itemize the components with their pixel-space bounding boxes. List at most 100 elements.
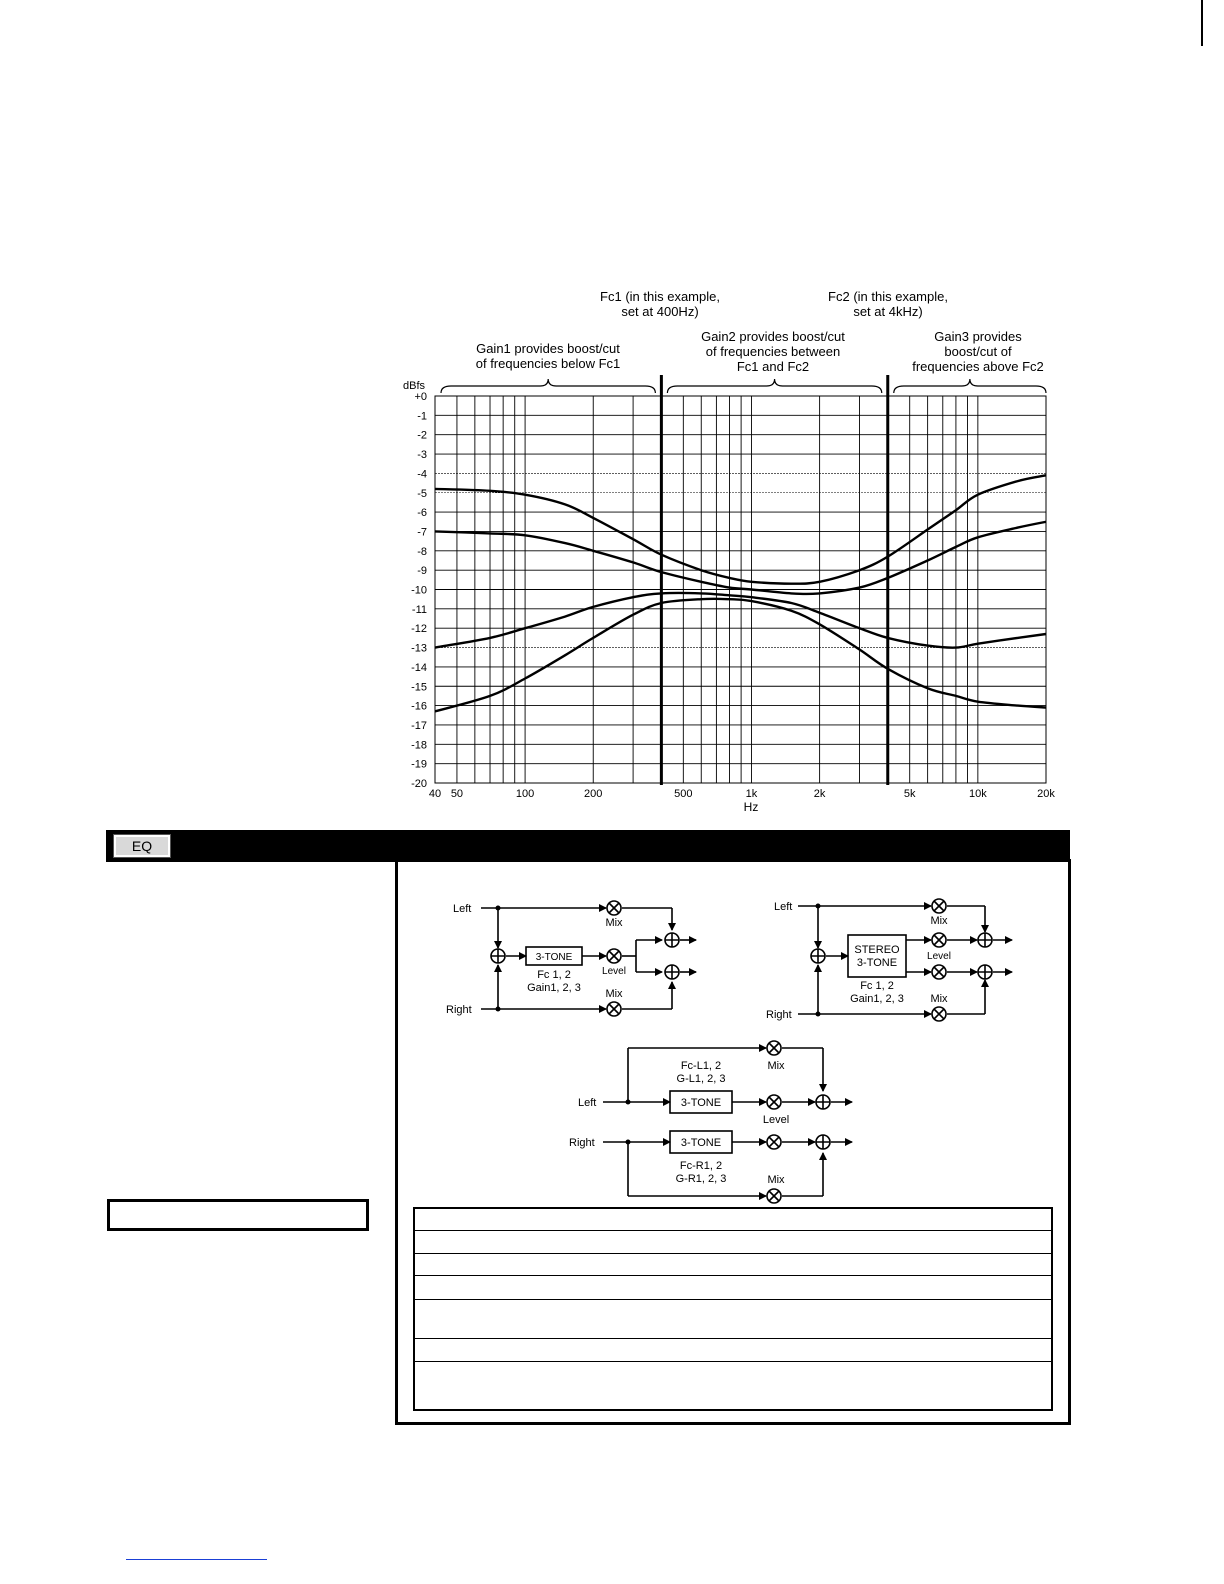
gain2-line-3: Fc1 and Fc2	[736, 359, 810, 374]
y-tick-label: +0	[414, 391, 427, 403]
gain3-line-1: Gain3 provides	[934, 329, 1022, 344]
d2-right-label: Right	[766, 1009, 792, 1021]
d3-left-label: Left	[578, 1097, 596, 1109]
page-edge-line	[1201, 0, 1203, 46]
gain3-line-3: frequencies above Fc2	[912, 359, 1044, 374]
d2-param2-label: Gain1, 2, 3	[850, 993, 904, 1005]
fc1-line-1: Fc1 (in this example,	[600, 289, 720, 304]
response-curve	[434, 474, 1047, 585]
d3-param-l1-label: Fc-L1, 2	[681, 1060, 721, 1072]
x-tick-label: 1k	[746, 788, 758, 800]
x-tick-label: 5k	[904, 788, 916, 800]
eq-block-diagrams: Left Right 3-TONE Mix Level Mix Fc 1, 2 …	[446, 898, 1013, 1204]
table-row	[415, 1209, 1051, 1231]
y-tick-label: -3	[417, 449, 427, 461]
y-tick-label: -8	[417, 546, 427, 558]
eq-panel: Left Right 3-TONE Mix Level Mix Fc 1, 2 …	[395, 859, 1071, 1425]
y-tick-label: -2	[417, 430, 427, 442]
y-tick-label: -4	[417, 468, 427, 480]
gain2-line-2: of frequencies between	[705, 344, 841, 359]
gain3-line-2: boost/cut of	[944, 344, 1012, 359]
chart-markers	[659, 375, 890, 785]
d3-param-r2-label: G-R1, 2, 3	[676, 1173, 727, 1185]
y-tick-label: -20	[411, 778, 427, 790]
diagram-mono-3tone	[481, 904, 697, 1013]
d3-right-label: Right	[569, 1137, 595, 1149]
chart-curves	[434, 474, 1047, 713]
gain2-annotation: Gain2 provides boost/cut of frequencies …	[673, 329, 873, 374]
fc2-line-1: Fc2 (in this example,	[828, 289, 948, 304]
table-row	[415, 1299, 1051, 1339]
x-axis-label: Hz	[744, 800, 759, 814]
gain1-line-1: Gain1 provides boost/cut	[476, 341, 620, 356]
y-tick-label: -13	[411, 643, 427, 655]
gain1-annotation: Gain1 provides boost/cut of frequencies …	[448, 341, 648, 371]
gain1-line-2: of frequencies below Fc1	[475, 356, 621, 371]
y-tick-label: -10	[411, 585, 427, 597]
y-tick-label: -14	[411, 662, 427, 674]
d1-level-label: Level	[602, 966, 626, 977]
footer-link-underline[interactable]	[126, 1559, 267, 1560]
x-tick-label: 10k	[969, 788, 987, 800]
y-tick-label: -9	[417, 565, 427, 577]
response-curve	[434, 597, 1047, 713]
d3-block-top-label: 3-TONE	[681, 1097, 721, 1109]
d1-mix-bottom-label: Mix	[605, 988, 623, 1000]
fc2-annotation: Fc2 (in this example, set at 4kHz)	[788, 289, 988, 319]
table-row	[415, 1338, 1051, 1362]
d1-right-label: Right	[446, 1004, 472, 1016]
gain2-line-1: Gain2 provides boost/cut	[701, 329, 845, 344]
eq-section-header: EQ	[106, 830, 1070, 862]
d1-left-label: Left	[453, 903, 471, 915]
x-tick-label: 40	[429, 788, 441, 800]
d2-level-label: Level	[927, 951, 951, 962]
chart-ticks: +0 -1 -2 -3 -4 -5 -6 -7 -8 -9 -10 -11 -12 -13 -14 -15 -1…	[411, 391, 1055, 800]
gain3-annotation: Gain3 provides boost/cut of frequencies …	[878, 329, 1078, 374]
x-tick-label: 20k	[1037, 788, 1055, 800]
y-tick-label: -7	[417, 526, 427, 538]
response-curve	[434, 520, 1047, 596]
y-tick-label: -15	[411, 681, 427, 693]
parameter-table	[413, 1207, 1053, 1411]
d2-param1-label: Fc 1, 2	[860, 980, 894, 992]
y-tick-label: -5	[417, 488, 427, 500]
diagram-dual-nodes	[766, 1040, 831, 1204]
y-tick-label: -1	[417, 410, 427, 422]
x-tick-label: 50	[451, 788, 463, 800]
table-row	[415, 1253, 1051, 1276]
d3-level-label: Level	[763, 1114, 789, 1126]
d1-mix-top-label: Mix	[605, 917, 623, 929]
d3-block-bottom-label: 3-TONE	[681, 1137, 721, 1149]
d2-mix-top-label: Mix	[930, 915, 948, 927]
d3-mix-bottom-label: Mix	[767, 1174, 785, 1186]
y-tick-label: -12	[411, 623, 427, 635]
region-braces	[440, 378, 1047, 394]
y-axis-label: dBfs	[403, 380, 426, 392]
x-tick-label: 100	[516, 788, 534, 800]
diagram-stereo-3tone	[798, 902, 1013, 1018]
d3-param-l2-label: G-L1, 2, 3	[677, 1073, 726, 1085]
x-tick-label: 200	[584, 788, 602, 800]
eq-frequency-response-chart: +0 -1 -2 -3 -4 -5 -6 -7 -8 -9 -10 -11 -12 -13 -14 -15 -1…	[403, 375, 1055, 814]
d1-param1-label: Fc 1, 2	[537, 969, 571, 981]
side-label-box	[107, 1199, 369, 1231]
region-brace	[666, 378, 883, 394]
d1-param2-label: Gain1, 2, 3	[527, 982, 581, 994]
x-tick-label: 500	[674, 788, 692, 800]
table-row	[415, 1230, 1051, 1254]
d2-block-label-1: STEREO	[854, 944, 900, 956]
d2-block-label-2: 3-TONE	[857, 957, 897, 969]
table-row	[415, 1275, 1051, 1300]
y-tick-label: -6	[417, 507, 427, 519]
region-brace	[440, 378, 656, 394]
y-tick-label: -17	[411, 720, 427, 732]
eq-tag: EQ	[113, 834, 171, 858]
y-tick-label: -19	[411, 759, 427, 771]
y-tick-label: -16	[411, 701, 427, 713]
d3-param-r1-label: Fc-R1, 2	[680, 1160, 722, 1172]
y-tick-label: -11	[412, 604, 427, 616]
fc2-line-2: set at 4kHz)	[853, 304, 923, 319]
diagram-dual-3tone	[603, 1044, 853, 1200]
d2-left-label: Left	[774, 901, 792, 913]
x-tick-label: 2k	[814, 788, 826, 800]
